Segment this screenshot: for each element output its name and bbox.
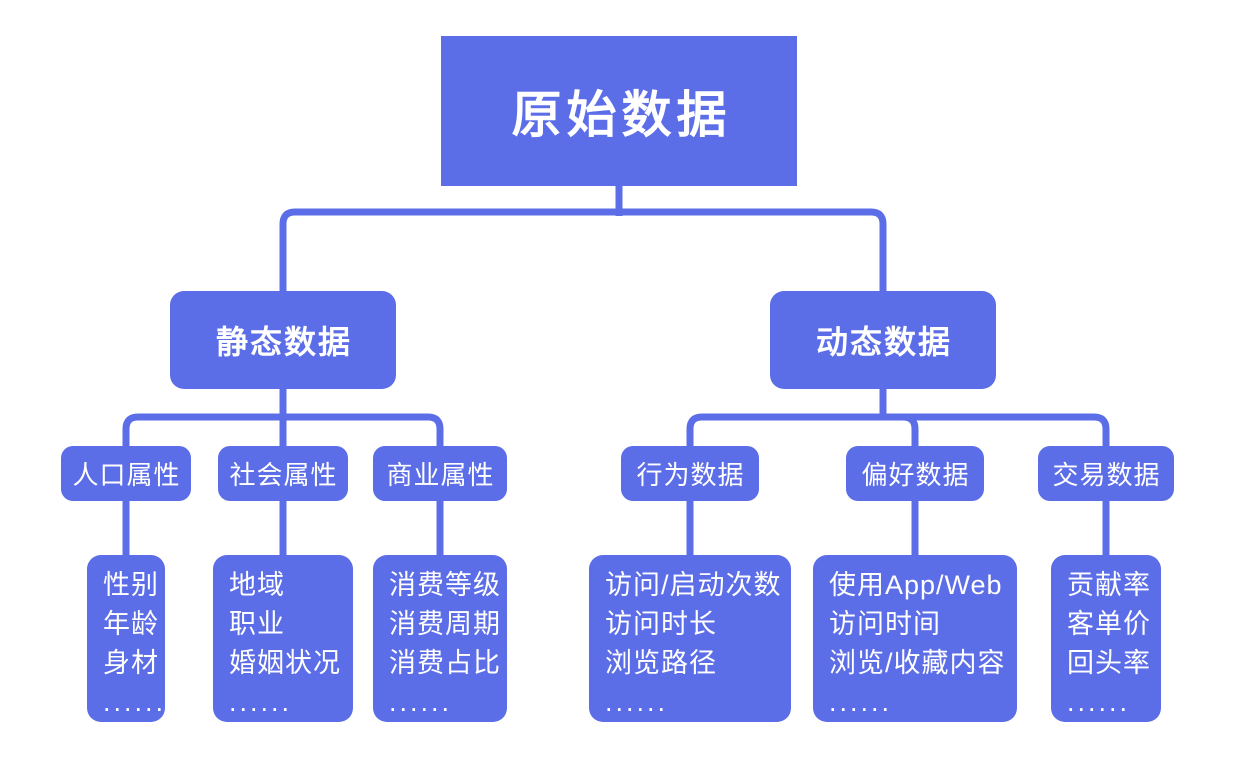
leaf-item-ellipsis: ...... bbox=[1067, 687, 1131, 717]
leaf-preference: 使用App/Web 访问时间 浏览/收藏内容 ...... bbox=[813, 555, 1017, 722]
node-social-attr: 社会属性 bbox=[218, 446, 348, 501]
leaf-item-ellipsis: ...... bbox=[605, 687, 669, 717]
connector-leaf-drops bbox=[122, 498, 1110, 558]
leaf-social: 地域 职业 婚姻状况 ...... bbox=[213, 555, 353, 722]
node-raw-data-label: 原始数据 bbox=[511, 87, 732, 143]
leaf-item-ellipsis: ...... bbox=[103, 687, 167, 717]
leaf-item-line: 浏览路径 bbox=[605, 648, 717, 678]
node-social-attr-label: 社会属性 bbox=[229, 460, 338, 490]
leaf-item-line: 访问时间 bbox=[829, 609, 941, 639]
node-raw-data: 原始数据 bbox=[441, 36, 797, 186]
leaf-item-line: 消费周期 bbox=[389, 609, 501, 639]
connector-dynamic-fork bbox=[686, 385, 1110, 450]
node-dynamic-data: 动态数据 bbox=[770, 291, 996, 389]
leaf-item-line: 浏览/收藏内容 bbox=[829, 648, 1006, 678]
leaf-business: 消费等级 消费周期 消费占比 ...... bbox=[373, 555, 507, 722]
leaf-item-line: 贡献率 bbox=[1067, 570, 1151, 600]
leaf-item-ellipsis: ...... bbox=[829, 687, 893, 717]
node-behavior-data-label: 行为数据 bbox=[636, 460, 745, 490]
leaf-item-line: 使用App/Web bbox=[829, 570, 1003, 600]
node-demographic-attr-label: 人口属性 bbox=[72, 460, 181, 490]
leaf-item-line: 身材 bbox=[103, 648, 159, 678]
leaf-item-line: 婚姻状况 bbox=[229, 648, 341, 678]
node-preference-data: 偏好数据 bbox=[846, 446, 984, 501]
node-demographic-attr: 人口属性 bbox=[61, 446, 191, 501]
leaf-item-ellipsis: ...... bbox=[389, 687, 453, 717]
leaf-item-ellipsis: ...... bbox=[229, 687, 293, 717]
node-business-attr-label: 商业属性 bbox=[386, 460, 495, 490]
leaf-item-line: 年龄 bbox=[103, 609, 159, 639]
leaf-item-line: 职业 bbox=[229, 609, 285, 639]
leaf-item-line: 回头率 bbox=[1067, 648, 1151, 678]
node-business-attr: 商业属性 bbox=[373, 446, 507, 501]
leaf-item-line: 消费等级 bbox=[389, 570, 501, 600]
node-dynamic-data-label: 动态数据 bbox=[815, 324, 952, 360]
connector-root-fork bbox=[279, 183, 887, 294]
leaf-item-line: 客单价 bbox=[1067, 609, 1151, 639]
leaf-item-line: 访问/启动次数 bbox=[605, 570, 782, 600]
node-preference-data-label: 偏好数据 bbox=[861, 460, 970, 490]
node-static-data: 静态数据 bbox=[170, 291, 396, 389]
connector-static-fork bbox=[122, 385, 444, 450]
leaf-transaction: 贡献率 客单价 回头率 ...... bbox=[1051, 555, 1161, 722]
leaf-item-line: 访问时长 bbox=[605, 609, 717, 639]
leaf-item-line: 消费占比 bbox=[389, 648, 501, 678]
node-static-data-label: 静态数据 bbox=[215, 324, 352, 360]
leaf-demographic: 性别 年龄 身材 ...... bbox=[87, 555, 165, 722]
node-transaction-data-label: 交易数据 bbox=[1052, 460, 1161, 490]
node-transaction-data: 交易数据 bbox=[1038, 446, 1174, 501]
leaf-item-line: 性别 bbox=[103, 570, 159, 600]
leaf-item-line: 地域 bbox=[229, 570, 285, 600]
leaf-behavior: 访问/启动次数 访问时长 浏览路径 ...... bbox=[589, 555, 791, 722]
node-behavior-data: 行为数据 bbox=[621, 446, 759, 501]
